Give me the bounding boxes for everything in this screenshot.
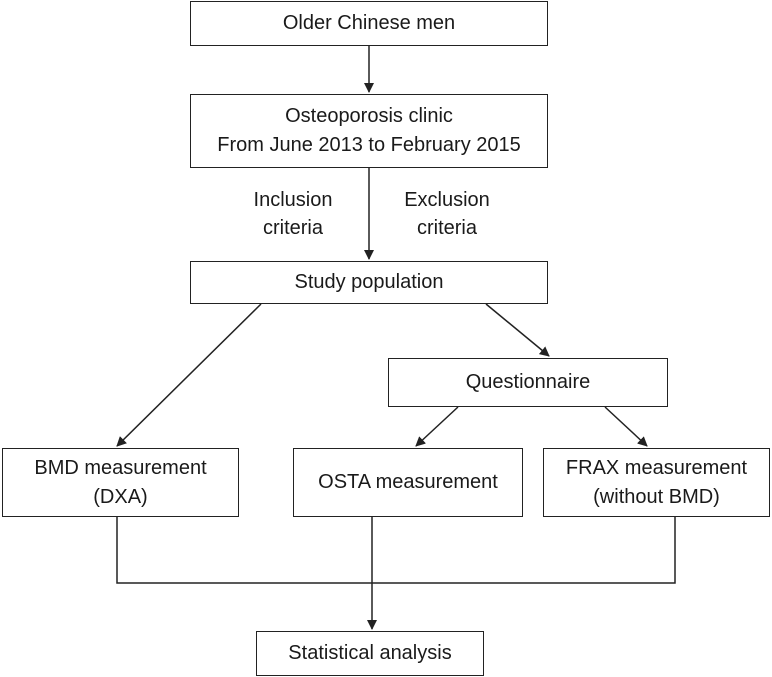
node-sublabel: (without BMD) bbox=[593, 485, 720, 508]
node-sublabel: From June 2013 to February 2015 bbox=[217, 134, 521, 156]
label-line: Exclusion bbox=[404, 189, 490, 211]
node-osteoporosis-clinic: Osteoporosis clinic From June 2013 to Fe… bbox=[190, 94, 548, 168]
node-label: Osteoporosis clinic bbox=[285, 105, 453, 127]
label-line: criteria bbox=[262, 217, 323, 239]
node-frax-measurement: FRAX measurement (without BMD) bbox=[543, 448, 770, 517]
exclusion-criteria-label: Exclusion criteria bbox=[382, 186, 512, 242]
merge-line bbox=[116, 517, 676, 584]
node-study-population: Study population bbox=[190, 261, 548, 304]
arrow-questionnaire-to-frax bbox=[604, 406, 648, 447]
arrow-study-to-questionnaire bbox=[485, 303, 550, 357]
node-label: FRAX measurement bbox=[565, 456, 748, 479]
node-label: Questionnaire bbox=[465, 371, 591, 393]
node-label: OSTA measurement bbox=[318, 471, 498, 493]
node-label: Study population bbox=[294, 271, 444, 293]
arrow-questionnaire-to-osta bbox=[415, 406, 459, 447]
node-label: Older Chinese men bbox=[282, 12, 456, 34]
inclusion-criteria-label: Inclusion criteria bbox=[230, 186, 356, 242]
node-sublabel: (DXA) bbox=[93, 485, 148, 508]
label-line: criteria bbox=[416, 217, 477, 239]
node-osta-measurement: OSTA measurement bbox=[293, 448, 523, 517]
node-older-chinese-men: Older Chinese men bbox=[190, 1, 548, 46]
label-line: Inclusion bbox=[253, 189, 333, 211]
arrow-study-to-bmd bbox=[116, 303, 262, 447]
node-label: Statistical analysis bbox=[288, 642, 452, 664]
node-statistical-analysis: Statistical analysis bbox=[256, 631, 484, 676]
node-bmd-measurement: BMD measurement (DXA) bbox=[2, 448, 239, 517]
node-label: BMD measurement bbox=[34, 456, 207, 479]
node-questionnaire: Questionnaire bbox=[388, 358, 668, 407]
